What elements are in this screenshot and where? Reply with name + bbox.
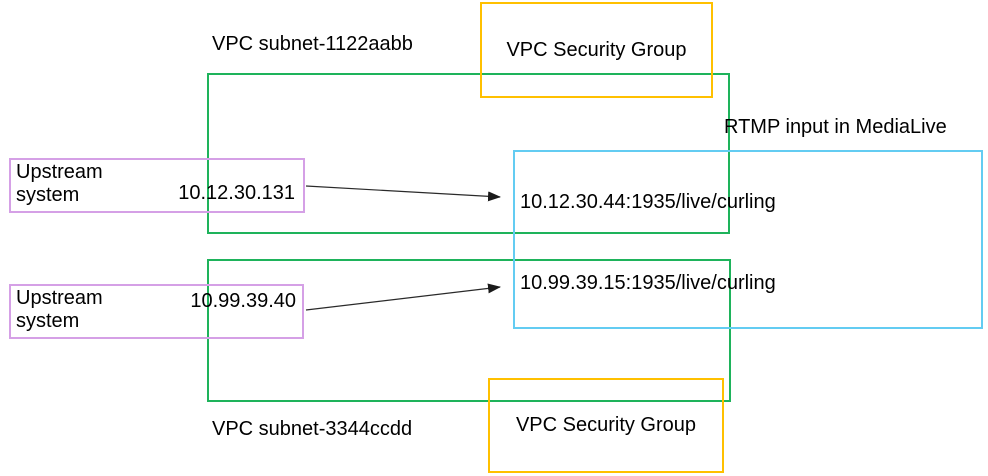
rtmp-endpoint-2: 10.99.39.15:1935/live/curling	[520, 272, 776, 294]
vpc-subnet-bottom-box	[207, 259, 731, 402]
vpc-security-group-top-label: VPC Security Group	[506, 38, 687, 61]
rtmp-endpoint-1: 10.12.30.44:1935/live/curling	[520, 191, 776, 213]
rtmp-input-medialive-title: RTMP input in MediaLive	[724, 116, 947, 138]
upstream-system-2-name: Upstream system	[16, 287, 103, 332]
vpc-subnet-bottom-label: VPC subnet-3344ccdd	[212, 418, 413, 440]
upstream-system-2-ip: 10.99.39.40	[190, 290, 296, 312]
upstream-system-1-ip: 10.12.30.131	[178, 182, 295, 204]
vpc-subnet-top-label: VPC subnet-1122aabb	[212, 33, 413, 55]
upstream-system-1-box: Upstream system 10.12.30.131	[9, 158, 305, 213]
vpc-security-group-bottom-label: VPC Security Group	[515, 414, 697, 436]
rtmp-input-medialive-box: 10.12.30.44:1935/live/curling 10.99.39.1…	[513, 150, 983, 329]
vpc-security-group-top-box: VPC Security Group	[480, 2, 713, 98]
vpc-subnet-top-box	[207, 73, 730, 234]
vpc-security-group-bottom-box: VPC Security Group	[488, 378, 724, 473]
upstream-system-2-box: Upstream system 10.99.39.40	[9, 284, 304, 339]
upstream-system-1-name: Upstream system	[16, 161, 103, 206]
